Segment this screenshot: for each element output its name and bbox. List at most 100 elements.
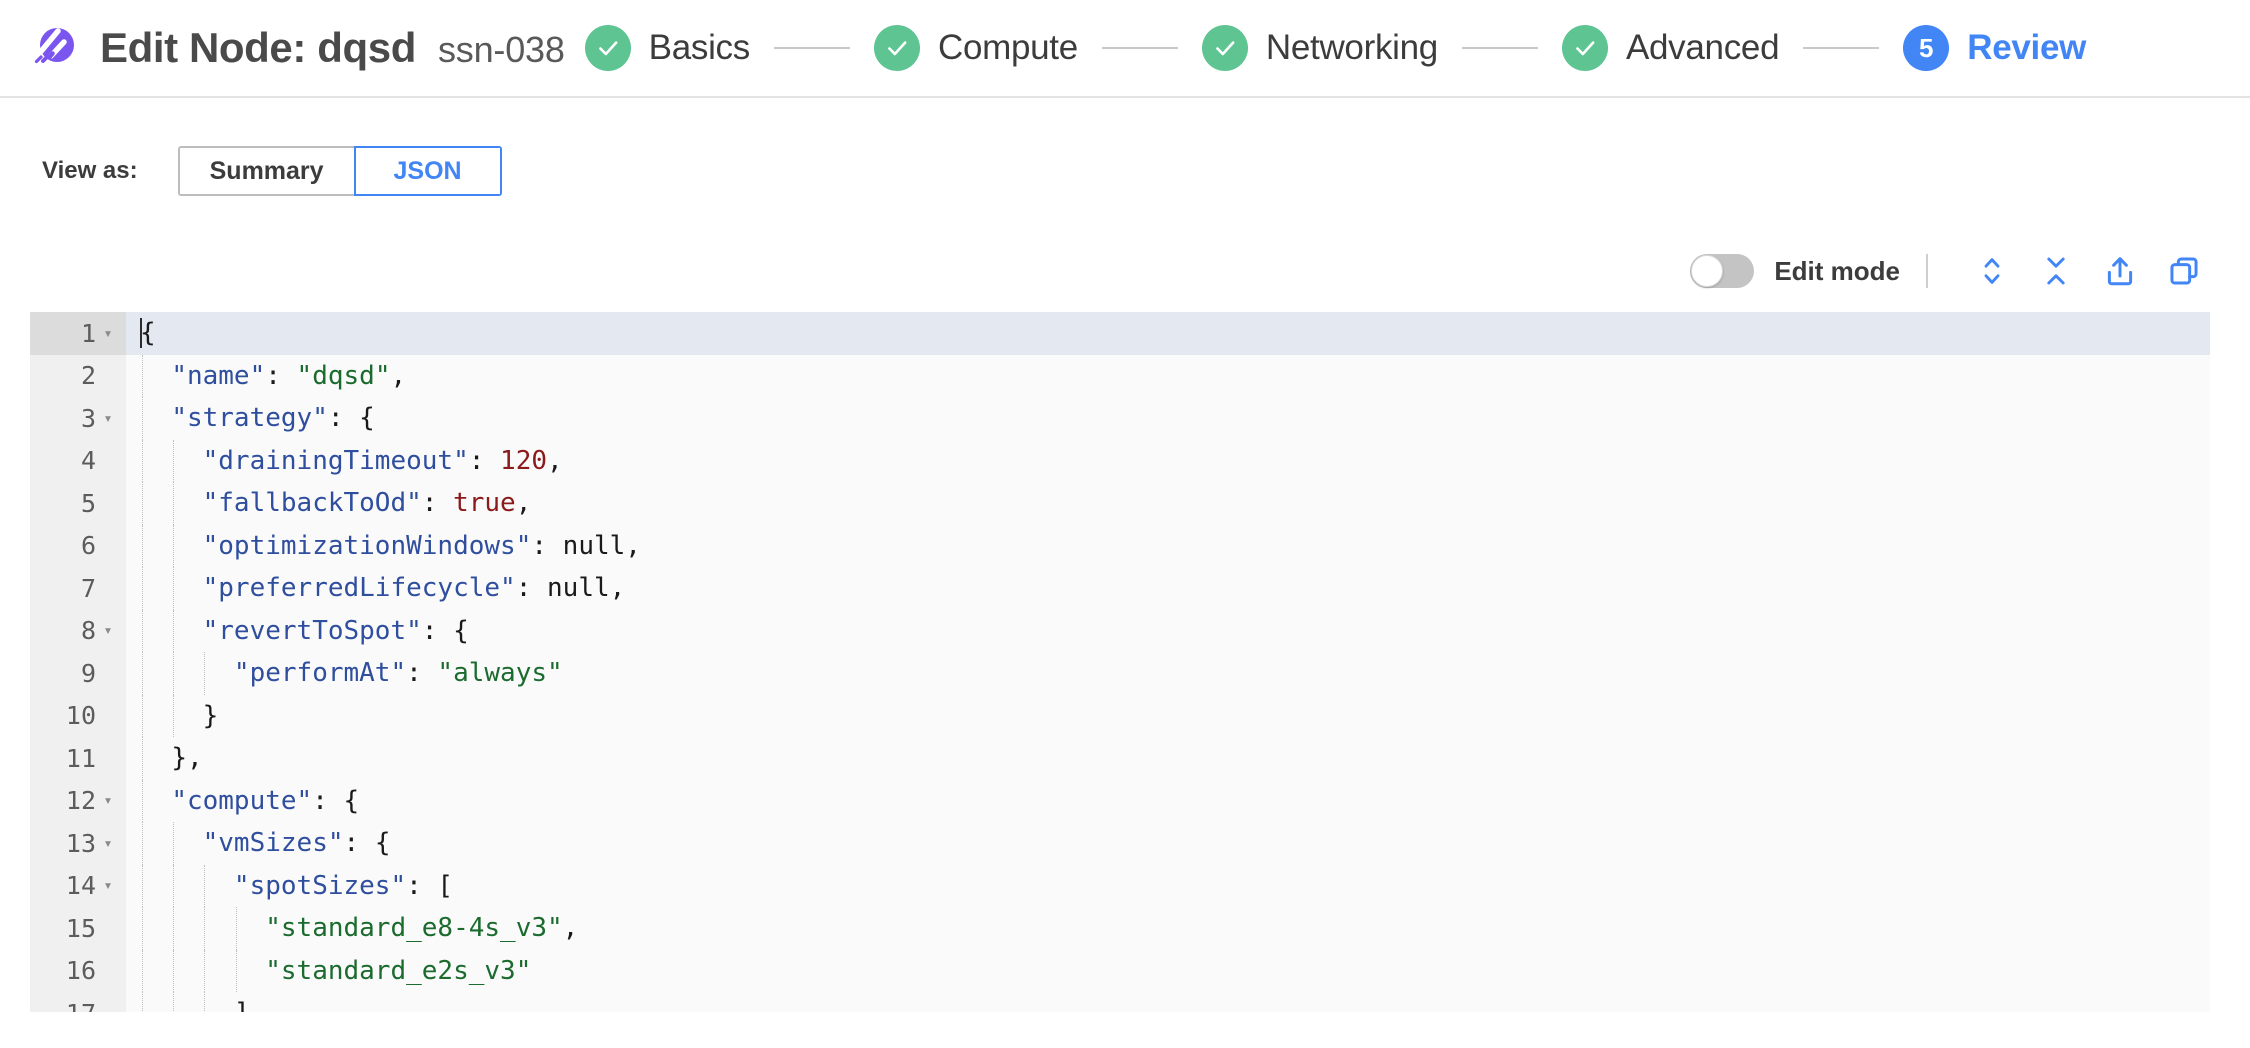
line-gutter: 13▾ xyxy=(30,822,126,865)
export-icon[interactable] xyxy=(2094,249,2146,293)
code-line[interactable]: 17▾ ], xyxy=(30,992,2210,1012)
view-as-json-button[interactable]: JSON xyxy=(353,146,502,196)
token-key: "strategy" xyxy=(171,403,328,434)
token-punc: , xyxy=(515,488,532,519)
code-text[interactable]: "revertToSpot": { xyxy=(126,609,2210,652)
code-line[interactable]: 9▾ "performAt": "always" xyxy=(30,652,2210,695)
code-text[interactable]: "vmSizes": { xyxy=(126,822,2210,865)
code-line[interactable]: 4▾ "drainingTimeout": 120, xyxy=(30,439,2210,482)
fold-toggle-icon[interactable]: ▾ xyxy=(103,621,113,640)
line-gutter: 2▾ xyxy=(30,354,126,397)
code-line[interactable]: 14▾ "spotSizes": [ xyxy=(30,864,2210,907)
code-body[interactable]: 1 ▾ {2▾ "name": "dqsd",3▾ "strategy": {4▾ … xyxy=(30,312,2210,1012)
code-text[interactable]: "performAt": "always" xyxy=(126,652,2210,695)
indent-space xyxy=(140,913,265,943)
line-number: 16 xyxy=(65,956,96,986)
code-text[interactable]: { xyxy=(126,312,2210,355)
token-punc: { xyxy=(140,318,156,349)
code-text[interactable]: "name": "dqsd", xyxy=(126,354,2210,397)
indent-space xyxy=(140,701,203,731)
fold-toggle-icon[interactable]: ▾ xyxy=(103,833,113,852)
json-editor[interactable]: 1 ▾ {2▾ "name": "dqsd",3▾ "strategy": {4▾ … xyxy=(30,312,2210,1012)
edit-mode-label: Edit mode xyxy=(1774,255,1900,286)
code-line[interactable]: 16▾ "standard_e2s_v3" xyxy=(30,949,2210,992)
token-null: null xyxy=(547,573,610,604)
step-advanced[interactable]: Advanced xyxy=(1561,25,1780,71)
step-number: 5 xyxy=(1919,33,1934,63)
code-text[interactable]: "standard_e8-4s_v3", xyxy=(126,907,2210,950)
code-line[interactable]: 11▾ }, xyxy=(30,737,2210,780)
code-line[interactable]: 12▾ "compute": { xyxy=(30,779,2210,822)
expand-all-icon[interactable] xyxy=(1966,249,2018,293)
editor-toolbar: Edit mode xyxy=(0,244,2250,298)
code-text[interactable]: "optimizationWindows": null, xyxy=(126,524,2210,567)
code-line[interactable]: 13▾ "vmSizes": { xyxy=(30,822,2210,865)
indent-guide xyxy=(142,354,143,397)
step-review[interactable]: 5 Review xyxy=(1903,25,2086,71)
code-text[interactable]: "compute": { xyxy=(126,779,2210,822)
code-text[interactable]: } xyxy=(126,694,2210,737)
code-text[interactable]: "spotSizes": [ xyxy=(126,864,2210,907)
indent-guide xyxy=(204,992,206,1012)
code-line[interactable]: 1 ▾ { xyxy=(30,312,2210,355)
code-text[interactable]: "fallbackToOd": true, xyxy=(126,482,2210,525)
line-number: 1 xyxy=(80,318,96,348)
page-title: Edit Node: dqsd xyxy=(100,24,416,71)
collapse-all-icon[interactable] xyxy=(2030,249,2082,293)
token-key: "optimizationWindows" xyxy=(202,530,532,561)
token-str: "standard_e8-4s_v3" xyxy=(265,913,563,944)
view-as-summary-button[interactable]: Summary xyxy=(177,146,356,196)
line-gutter: 5▾ xyxy=(30,482,126,525)
spot-logo-icon xyxy=(24,20,80,76)
step-networking[interactable]: Networking xyxy=(1201,25,1438,71)
step-basics[interactable]: Basics xyxy=(584,25,750,71)
code-text[interactable]: "drainingTimeout": 120, xyxy=(126,439,2210,482)
indent-guide xyxy=(142,609,143,652)
line-number: 4 xyxy=(80,446,96,476)
line-gutter: 12▾ xyxy=(30,779,126,822)
token-punc: , xyxy=(562,913,579,944)
code-text[interactable]: "preferredLifecycle": null, xyxy=(126,567,2210,610)
fold-toggle-icon[interactable]: ▾ xyxy=(103,791,113,810)
indent-guide xyxy=(142,524,143,567)
indent-space xyxy=(140,616,203,646)
indent-guide xyxy=(142,949,143,992)
token-punc: : xyxy=(531,530,563,561)
copy-icon[interactable] xyxy=(2158,249,2210,293)
view-as-segmented-control[interactable]: Summary JSON xyxy=(177,146,502,196)
code-text[interactable]: "standard_e2s_v3" xyxy=(126,949,2210,992)
fold-toggle-icon[interactable]: ▾ xyxy=(103,323,113,342)
code-line[interactable]: 6▾ "optimizationWindows": null, xyxy=(30,524,2210,567)
code-line[interactable]: 15▾ "standard_e8-4s_v3", xyxy=(30,907,2210,950)
fold-toggle-icon[interactable]: ▾ xyxy=(103,408,113,427)
indent-guide xyxy=(142,652,143,695)
fold-toggle-icon[interactable]: ▾ xyxy=(103,876,113,895)
code-line[interactable]: 2▾ "name": "dqsd", xyxy=(30,354,2210,397)
step-compute[interactable]: Compute xyxy=(873,25,1078,71)
code-text[interactable]: }, xyxy=(126,737,2210,780)
line-gutter: 7▾ xyxy=(30,567,126,610)
code-line[interactable]: 7▾ "preferredLifecycle": null, xyxy=(30,567,2210,610)
token-punc: , xyxy=(625,530,641,561)
indent-guide xyxy=(173,949,175,992)
step-connector xyxy=(773,47,850,49)
code-line[interactable]: 10▾ } xyxy=(30,694,2210,737)
title-block: Edit Node: dqsd ssn-038 xyxy=(100,24,565,72)
code-line[interactable]: 8▾ "revertToSpot": { xyxy=(30,609,2210,652)
check-icon xyxy=(1561,25,1608,71)
edit-mode-toggle[interactable] xyxy=(1690,254,1755,288)
line-gutter: 16▾ xyxy=(30,949,126,992)
token-punc: : xyxy=(265,360,297,391)
code-line[interactable]: 5▾ "fallbackToOd": true, xyxy=(30,482,2210,525)
token-key: "revertToSpot" xyxy=(202,615,422,646)
code-text[interactable]: ], xyxy=(126,992,2210,1012)
indent-guide xyxy=(204,652,206,695)
token-punc: : xyxy=(515,573,548,604)
code-text[interactable]: "strategy": { xyxy=(126,397,2210,440)
text-cursor xyxy=(140,318,142,349)
indent-guide xyxy=(173,439,175,482)
code-line[interactable]: 3▾ "strategy": { xyxy=(30,397,2210,440)
indent-guide xyxy=(173,694,175,737)
indent-space xyxy=(140,361,171,391)
line-gutter: 11▾ xyxy=(30,737,126,780)
